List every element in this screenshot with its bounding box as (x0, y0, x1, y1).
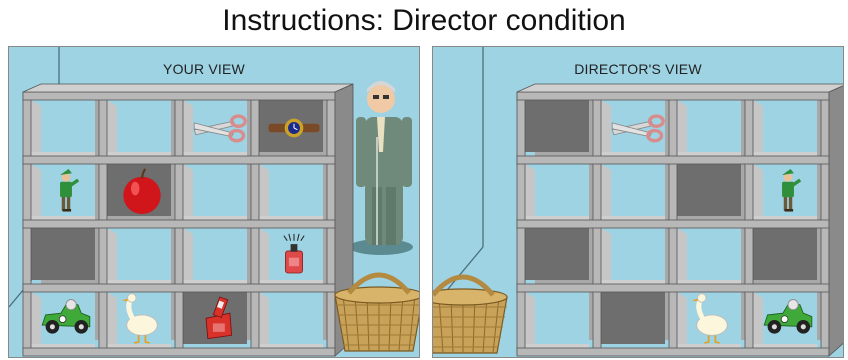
open-cell-r3c3 (259, 292, 323, 350)
your-view-label: YOUR VIEW (8, 61, 409, 77)
open-cell-r3c0 (525, 292, 589, 350)
your-view-panel: YOUR VIEW (8, 46, 420, 358)
open-cell-r0c1 (107, 100, 171, 158)
open-cell-r2c2 (183, 228, 247, 286)
blocked-cell-r2c0 (525, 228, 589, 280)
lighter-icon (284, 234, 304, 273)
blocked-cell-r1c2 (677, 164, 741, 216)
open-cell-r2c2 (677, 228, 741, 286)
open-cell-r1c0 (525, 164, 589, 222)
open-cell-r0c3 (753, 100, 817, 158)
page-title: Instructions: Director condition (0, 4, 848, 38)
blocked-cell-r2c3 (753, 228, 817, 280)
open-cell-r1c2 (183, 164, 247, 222)
blocked-cell-r2c0 (31, 228, 95, 280)
directors-view-panel: DIRECTOR'S VIEW (432, 46, 844, 358)
open-cell-r1c1 (601, 164, 665, 222)
your-view-scene (9, 47, 419, 357)
open-cell-r0c0 (31, 100, 95, 158)
open-cell-r1c3 (259, 164, 323, 222)
blocked-cell-r0c0 (525, 100, 589, 152)
blocked-cell-r3c1 (601, 292, 665, 344)
directors-view-scene (433, 47, 843, 357)
directors-view-label: DIRECTOR'S VIEW (433, 61, 843, 77)
open-cell-r0c2 (677, 100, 741, 158)
open-cell-r2c1 (601, 228, 665, 286)
open-cell-r2c1 (107, 228, 171, 286)
